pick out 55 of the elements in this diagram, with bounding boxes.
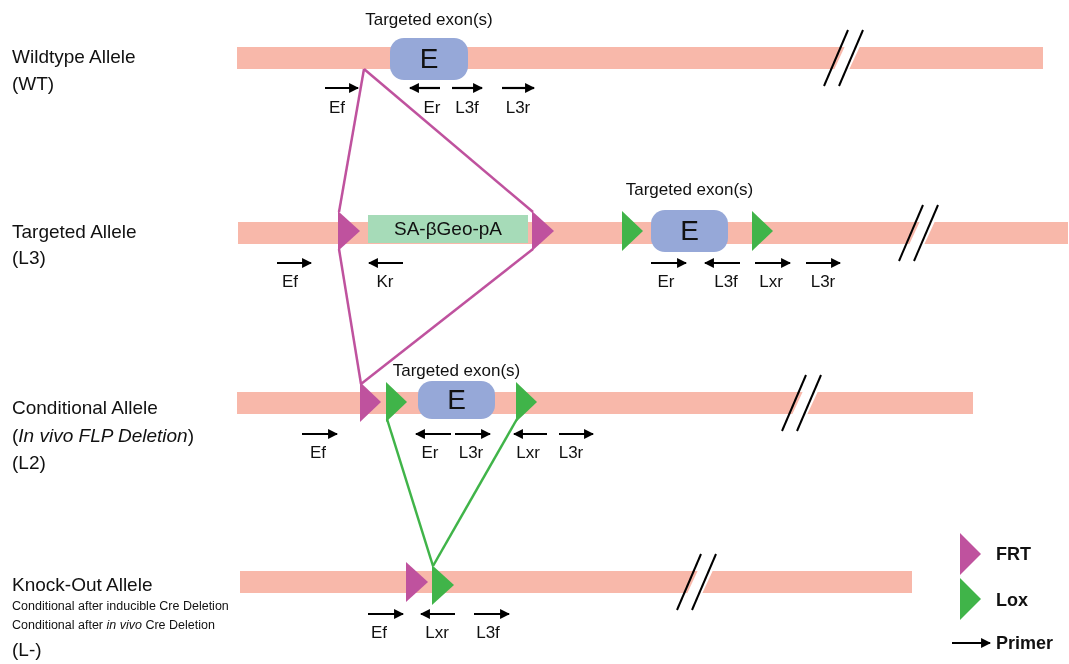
frt-site-triangle [338,211,360,251]
allele-name: (L-) [12,639,42,661]
recombination-line [385,418,435,567]
allele-name: Conditional Allele [12,397,158,419]
primer-name: Lxr [425,623,449,643]
cassette-box: SA-βGeo-pA [368,215,528,243]
primer-name: Er [421,443,439,463]
recombination-line [431,418,519,567]
primer-name: Lxr [516,443,540,463]
lox-site-triangle [622,211,643,251]
primer-name: Er [657,272,675,292]
frt-site-triangle [532,211,554,251]
primer-name: Ef [309,443,327,463]
exon-box: E [418,381,495,419]
exon-heading: Targeted exon(s) [625,180,754,200]
lox-site-triangle [432,565,454,605]
legend-label: Primer [996,632,1054,654]
allele-name: (L2) [12,452,46,474]
recombination-line [337,248,363,385]
allele-name: (L3) [12,247,46,269]
primer-name: L3r [458,443,484,463]
primer-name: L3f [455,98,479,118]
primer-name: Ef [370,623,388,643]
frt-site-triangle [360,382,381,422]
primer-name: Ef [328,98,346,118]
primer-name: L3f [714,272,738,292]
allele-name: Targeted Allele [12,221,137,243]
primer-name: Ef [281,272,299,292]
recombination-line [360,248,534,385]
legend-label: FRT [996,543,1031,565]
primer-name: Kr [376,272,394,292]
exon-box: E [390,38,468,80]
primer-name: Er [423,98,441,118]
primer-name: L3f [476,623,500,643]
allele-note: Conditional after inducible Cre Deletion [12,598,229,614]
allele-name: Knock-Out Allele [12,574,153,596]
allele-name: (WT) [12,73,55,95]
recombination-line [337,68,366,213]
lox-site-triangle [386,382,407,422]
legend-label: Lox [996,589,1028,611]
primer-name: L3r [505,98,531,118]
allele-name: Wildtype Allele [12,46,136,68]
allele-name: (In vivo FLP Deletion) [12,425,194,447]
exon-heading: Targeted exon(s) [365,10,493,30]
primer-name: L3r [810,272,836,292]
lox-site-triangle [516,382,537,422]
recombination-line [363,68,534,213]
frt-site-triangle [406,562,428,602]
allele-note: Conditional after in vivo Cre Deletion [12,617,215,633]
primer-name: Lxr [759,272,783,292]
exon-box: E [651,210,728,252]
exon-heading: Targeted exon(s) [392,361,521,381]
dna-strand-bar [240,571,912,593]
primer-name: L3r [558,443,584,463]
lox-site-triangle [752,211,773,251]
